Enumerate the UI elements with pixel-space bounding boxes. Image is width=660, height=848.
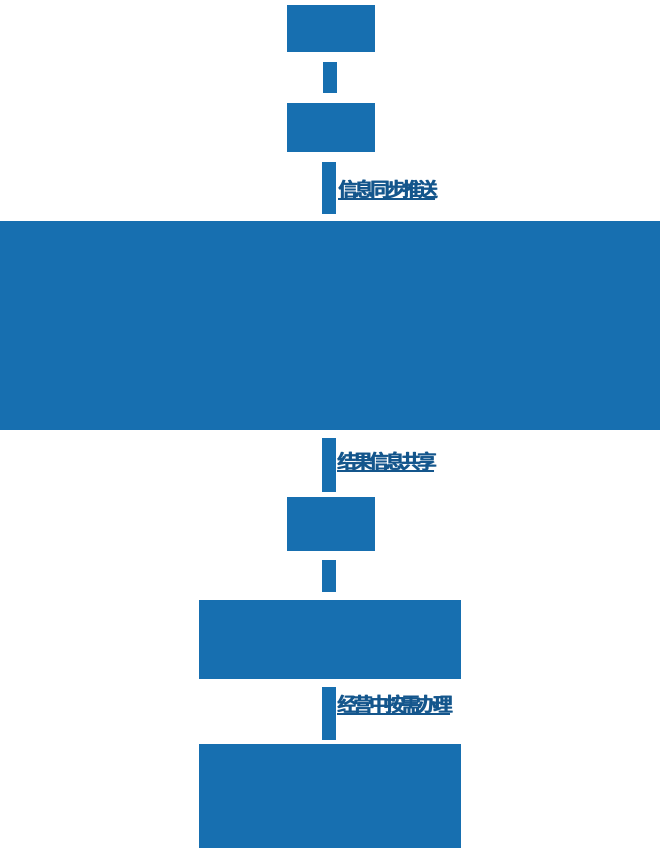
connector-3 [322, 438, 336, 492]
connector-4 [322, 560, 336, 592]
flow-node-end [199, 744, 461, 848]
connector-label-on-demand-handling[interactable]: 经营中按需办理 [337, 694, 452, 716]
flow-node-3 [287, 497, 375, 551]
connector-5 [322, 687, 336, 740]
flow-node-2 [287, 103, 375, 152]
connector-label-info-sync-push[interactable]: 信息同步推送 [338, 179, 437, 201]
connector-2 [322, 162, 336, 214]
flow-band-wide [0, 221, 660, 430]
connector-1 [323, 62, 337, 93]
flow-node-start [287, 5, 375, 52]
flow-node-4 [199, 600, 461, 679]
connector-label-result-info-share[interactable]: 结果信息共享 [337, 451, 436, 473]
